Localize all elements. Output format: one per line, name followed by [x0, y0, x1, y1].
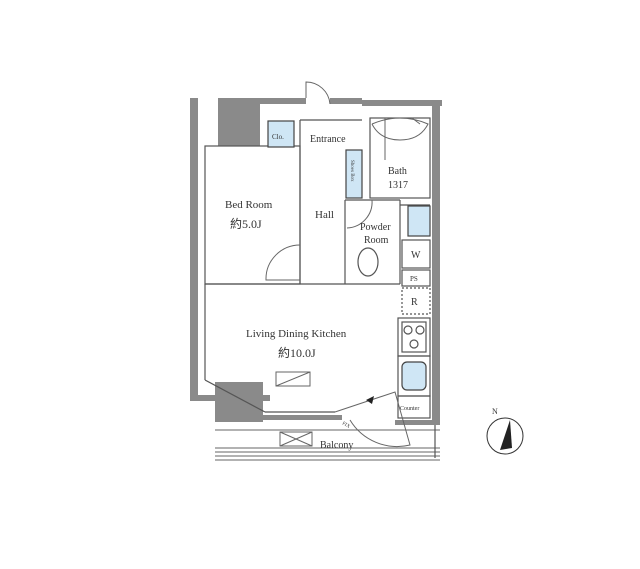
doors[interactable] [265, 81, 429, 448]
ac-unit-icon [279, 431, 313, 447]
floor-vent-icon [275, 371, 311, 387]
compass-north-label: N [492, 407, 498, 416]
powder-room-label-1: Powder [360, 222, 391, 233]
toilet-icon [357, 247, 379, 277]
washbasin-icon [407, 205, 431, 237]
interior-walls [204, 117, 440, 461]
shoes-box-label: Shoes Box [349, 160, 354, 182]
bedroom-size: 約5.0J [230, 216, 262, 231]
bedroom-label: Bed Room [225, 199, 273, 211]
closet-icon [267, 120, 295, 148]
shoes-box-icon [345, 149, 363, 199]
ldk-size: 約10.0J [278, 345, 316, 360]
compass-icon: N [486, 407, 524, 455]
hall-label: Hall [315, 209, 334, 221]
ldk-label: Living Dining Kitchen [246, 328, 347, 340]
sink-icon [401, 361, 427, 391]
powder-room-label-2: Room [364, 235, 389, 246]
walls [190, 98, 442, 425]
fridge-label: R [411, 297, 418, 308]
fix-label: FIX [341, 421, 351, 430]
fixtures [267, 120, 431, 447]
closet-label: Clo. [272, 133, 284, 141]
bath-size: 1317 [388, 180, 408, 191]
ps-label: PS [410, 275, 418, 283]
bath-label: Bath [388, 166, 407, 177]
washer-label: W [411, 250, 421, 261]
counter-label: Counter [400, 406, 419, 412]
entrance-label: Entrance [310, 134, 346, 145]
entry-arrow-icon [366, 396, 374, 404]
balcony-label: Balcony [320, 440, 353, 451]
stove-icon [401, 321, 427, 353]
